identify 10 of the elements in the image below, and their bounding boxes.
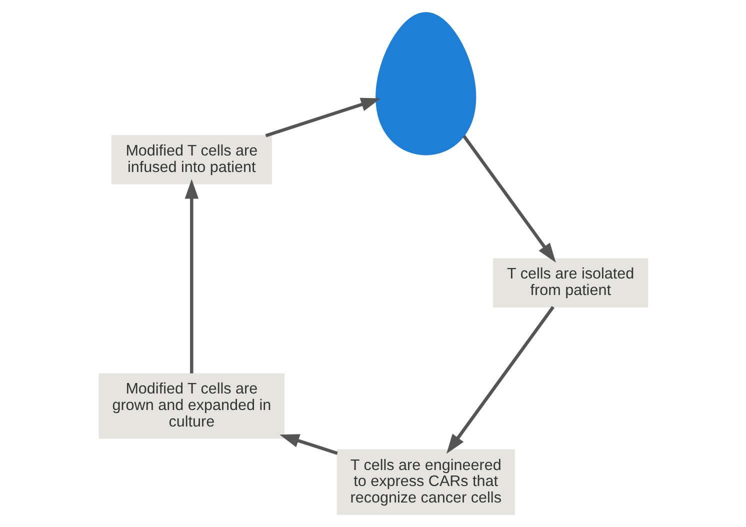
arrow	[184, 179, 198, 374]
node-person	[375, 12, 476, 156]
node-box: T cells are engineered to express CARs that recognize cancer cells	[336, 449, 514, 515]
arrow	[279, 434, 338, 455]
node-box: T cells are isolated from patient	[492, 258, 648, 308]
node-box: Modified T cells are infused into patient	[110, 135, 272, 184]
arrow	[462, 135, 556, 263]
arrow	[264, 98, 380, 138]
node-box: Modified T cells are grown and expanded in culture	[98, 373, 284, 439]
arrow	[446, 306, 554, 454]
